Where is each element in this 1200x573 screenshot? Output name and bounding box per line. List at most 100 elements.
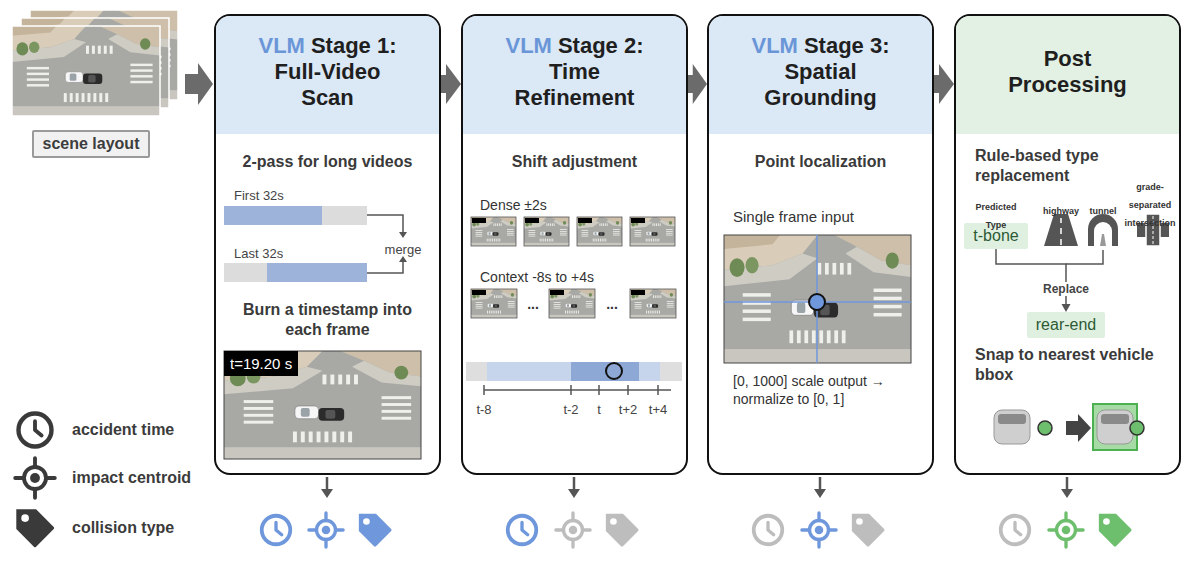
text-slot: Last 32s bbox=[234, 244, 283, 262]
text-slot: Single frame input bbox=[733, 208, 854, 226]
snap-illustration bbox=[1101, 414, 1129, 424]
ellipsis: ... bbox=[606, 296, 618, 312]
grounding-frame bbox=[724, 235, 911, 363]
output-icons bbox=[262, 513, 1132, 547]
grounding-frame bbox=[724, 235, 911, 363]
text-slot: t-8 bbox=[469, 400, 499, 418]
output-icons bbox=[754, 516, 783, 545]
road-type-icons bbox=[1094, 222, 1112, 246]
type-caption: tunnel bbox=[1090, 206, 1117, 216]
pass-bars bbox=[267, 263, 367, 282]
tick-label: t+2 bbox=[619, 402, 637, 417]
dense-frames bbox=[524, 217, 569, 246]
pass-bars bbox=[367, 262, 403, 273]
edge-label: Replace bbox=[1040, 282, 1092, 296]
dense-frames bbox=[630, 217, 675, 246]
text-slot: merge bbox=[378, 240, 428, 258]
section-heading: Burn a timestamp into each frame bbox=[243, 301, 412, 338]
tick-label: t+4 bbox=[649, 402, 667, 417]
text-slot: ... bbox=[597, 295, 627, 313]
context-frames bbox=[630, 289, 676, 318]
output-note: [0, 1000] scale output → normalize to [0… bbox=[733, 373, 885, 407]
stage-arrow bbox=[441, 64, 461, 104]
window-label: Dense ±2s bbox=[480, 197, 547, 213]
legend-icons bbox=[15, 414, 55, 548]
output-icons bbox=[1001, 516, 1030, 545]
input-box: scene layout bbox=[32, 130, 151, 158]
output-arrows bbox=[321, 477, 1073, 498]
context-frames bbox=[472, 290, 486, 295]
road-type-icons bbox=[1044, 214, 1078, 246]
timestamp-frame bbox=[224, 351, 421, 459]
type-caption: grade-separated intersection bbox=[1124, 182, 1175, 228]
dense-frames bbox=[471, 217, 516, 246]
timestamp-frame bbox=[224, 351, 421, 459]
output-icons bbox=[1099, 514, 1132, 547]
timeline bbox=[466, 362, 682, 395]
context-frames bbox=[549, 289, 595, 318]
output-arrows bbox=[814, 489, 826, 498]
grounding-frame bbox=[724, 235, 911, 363]
text-slot: Predicted Type bbox=[971, 196, 1021, 232]
timeline bbox=[484, 385, 671, 395]
timeline bbox=[639, 362, 660, 381]
stage-arrow bbox=[934, 64, 954, 104]
text-slot: VLMStage 2: Time Refinement bbox=[495, 33, 655, 111]
text-slot: t+2 bbox=[614, 400, 642, 418]
input-arrow bbox=[185, 63, 213, 105]
text-slot: ... bbox=[518, 295, 548, 313]
dense-frames bbox=[578, 218, 592, 223]
type-box: rear-end bbox=[1027, 312, 1105, 338]
legend-icons bbox=[16, 509, 54, 547]
tick-label: t-2 bbox=[563, 402, 578, 417]
output-icons bbox=[556, 513, 590, 547]
output-icons bbox=[1049, 513, 1083, 547]
output-arrows bbox=[1066, 477, 1069, 490]
dense-frames bbox=[630, 217, 675, 246]
text-slot: Shift adjustment bbox=[470, 152, 680, 172]
panel-heading: Post Processing bbox=[1008, 46, 1127, 97]
context-frames bbox=[471, 289, 676, 318]
snap-illustration bbox=[1066, 414, 1091, 442]
box-label: scene layout bbox=[43, 135, 140, 152]
dense-frames bbox=[525, 218, 539, 223]
timeline bbox=[606, 363, 622, 379]
road-type-icons bbox=[1088, 214, 1118, 246]
input-frames bbox=[12, 10, 178, 116]
tick-label: t bbox=[597, 402, 601, 417]
output-icons bbox=[262, 516, 291, 545]
section-heading: Shift adjustment bbox=[512, 153, 637, 170]
window-label: Context -8s to +4s bbox=[480, 269, 594, 285]
output-icons bbox=[606, 514, 639, 547]
pass-bars bbox=[224, 206, 407, 282]
snap-illustration bbox=[998, 414, 1026, 424]
context-frames bbox=[630, 289, 676, 318]
road-type-icons bbox=[1066, 250, 1103, 264]
pass-bars bbox=[367, 215, 403, 232]
output-icons bbox=[508, 516, 537, 545]
dense-frames bbox=[577, 217, 622, 246]
legend-label: accident time bbox=[72, 421, 174, 438]
context-frames bbox=[550, 290, 564, 295]
output-arrows bbox=[568, 489, 580, 498]
text-slot: t=19.20 s bbox=[224, 351, 298, 376]
context-frames bbox=[631, 290, 645, 295]
timeline bbox=[466, 362, 682, 381]
stage-arrow bbox=[688, 64, 707, 104]
pass-bars bbox=[224, 263, 367, 282]
context-frames bbox=[549, 289, 595, 318]
ellipsis: ... bbox=[527, 296, 539, 312]
text-slot: grade-separated intersection bbox=[1122, 176, 1178, 230]
merge-label: merge bbox=[385, 242, 422, 257]
text-slot: Snap to nearest vehicle bbox bbox=[975, 345, 1175, 385]
context-frames bbox=[471, 289, 517, 318]
timeline bbox=[487, 362, 571, 381]
dense-frames bbox=[471, 217, 675, 246]
input-arrow bbox=[185, 63, 213, 105]
text-slot: Burn a timestamp into each frame bbox=[226, 300, 430, 340]
output-arrows bbox=[1061, 489, 1073, 498]
text-slot: t-2 bbox=[557, 400, 585, 418]
pass-bars bbox=[224, 206, 322, 225]
text-slot: highway bbox=[1039, 200, 1083, 218]
